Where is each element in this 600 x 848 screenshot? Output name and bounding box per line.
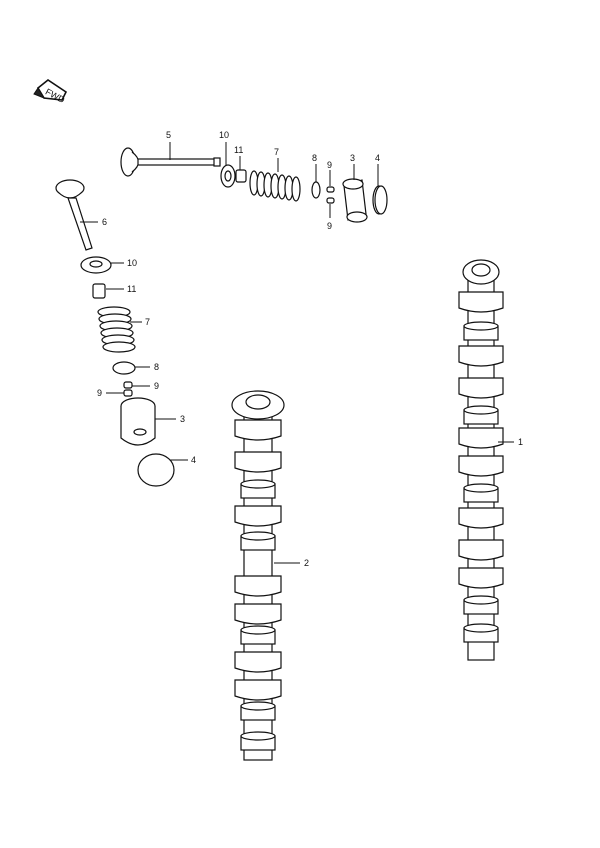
callouts: 1 2 5 10 11 7 8 9 9 3 4 6 10 [80,130,523,568]
camshaft-2-lobe-1 [234,419,282,441]
camshaft-2-lobe-6 [234,575,282,597]
camshaft-1-lobe-4 [458,377,504,399]
camshaft-2-journal-5-face [240,531,276,541]
callout-7-top: 7 [274,147,279,157]
callout-7-left: 7 [145,317,150,327]
callout-1: 1 [518,437,523,447]
callout-5: 5 [166,130,171,140]
callout-9-left-right: 9 [154,381,159,391]
valve-tappet-top [342,178,368,223]
adjusting-shim-left [137,453,175,487]
camshaft-2-lobe-7 [234,603,282,625]
valve-cotter-left [123,381,133,397]
camshaft-2-lobe-10 [234,679,282,701]
camshaft-2 [231,390,285,761]
callout-9-left-left: 9 [97,388,102,398]
callout-3-top: 3 [350,153,355,163]
callout-10-top: 10 [219,130,229,140]
camshaft-1-lobe-3 [458,345,504,367]
spring-seat-left [112,361,136,375]
camshaft-1-lobe-11 [458,567,504,589]
camshaft-1-lobe-9 [458,507,504,529]
camshaft-2-lobe-2 [234,451,282,473]
camshaft-2-journal-3-face [240,479,276,489]
valve-spring-top [249,170,301,202]
callout-2: 2 [304,558,309,568]
valve-cotter-top [326,186,335,204]
callout-4-top: 4 [375,153,380,163]
callout-9-top-upper: 9 [327,160,332,170]
callout-10-left: 10 [127,258,137,268]
exhaust-valve-top [120,147,221,177]
callout-8-top: 8 [312,153,317,163]
spring-seat-top [311,181,321,199]
camshaft-2-lobe-9 [234,651,282,673]
camshaft-1-lobe-7 [458,455,504,477]
valve-spring-left [97,306,136,353]
callout-11-top: 11 [234,145,243,155]
callout-9-top-lower: 9 [327,221,332,231]
camshaft-1-journal-2-face [463,321,499,331]
camshaft-1 [458,259,504,661]
fwd-arrow-badge: FWD [33,79,68,105]
callout-11-left: 11 [127,284,136,294]
camshaft-2-journal-12-face [240,731,276,741]
camshaft-1-journal-5-face [463,405,499,415]
camshaft-1-journal-13-face [463,623,499,633]
camshaft-1-journal-12-face [463,595,499,605]
camshaft-1-lobe-1 [458,291,504,313]
adjusting-shim-top [372,185,388,215]
valve-retainer-left [80,256,112,274]
valve-stem-seal-top [235,169,247,183]
camshaft-1-lobe-6 [458,427,504,449]
camshaft-1-lobe-10 [458,539,504,561]
camshaft-2-journal-8-face [240,625,276,635]
valve-assembly-top [120,147,388,223]
valve-tappet-left [120,397,156,446]
callout-6: 6 [102,217,107,227]
valve-assembly-left [55,179,175,487]
camshaft-2-lobe-4 [234,505,282,527]
intake-valve-left [55,179,93,251]
valve-stem-seal-left [92,283,106,299]
camshaft-1-journal-8-face [463,483,499,493]
callout-4-left: 4 [191,455,196,465]
valve-retainer-top [220,164,236,188]
camshaft-2-journal-11-face [240,701,276,711]
callout-3-left: 3 [180,414,185,424]
callout-8-left: 8 [154,362,159,372]
